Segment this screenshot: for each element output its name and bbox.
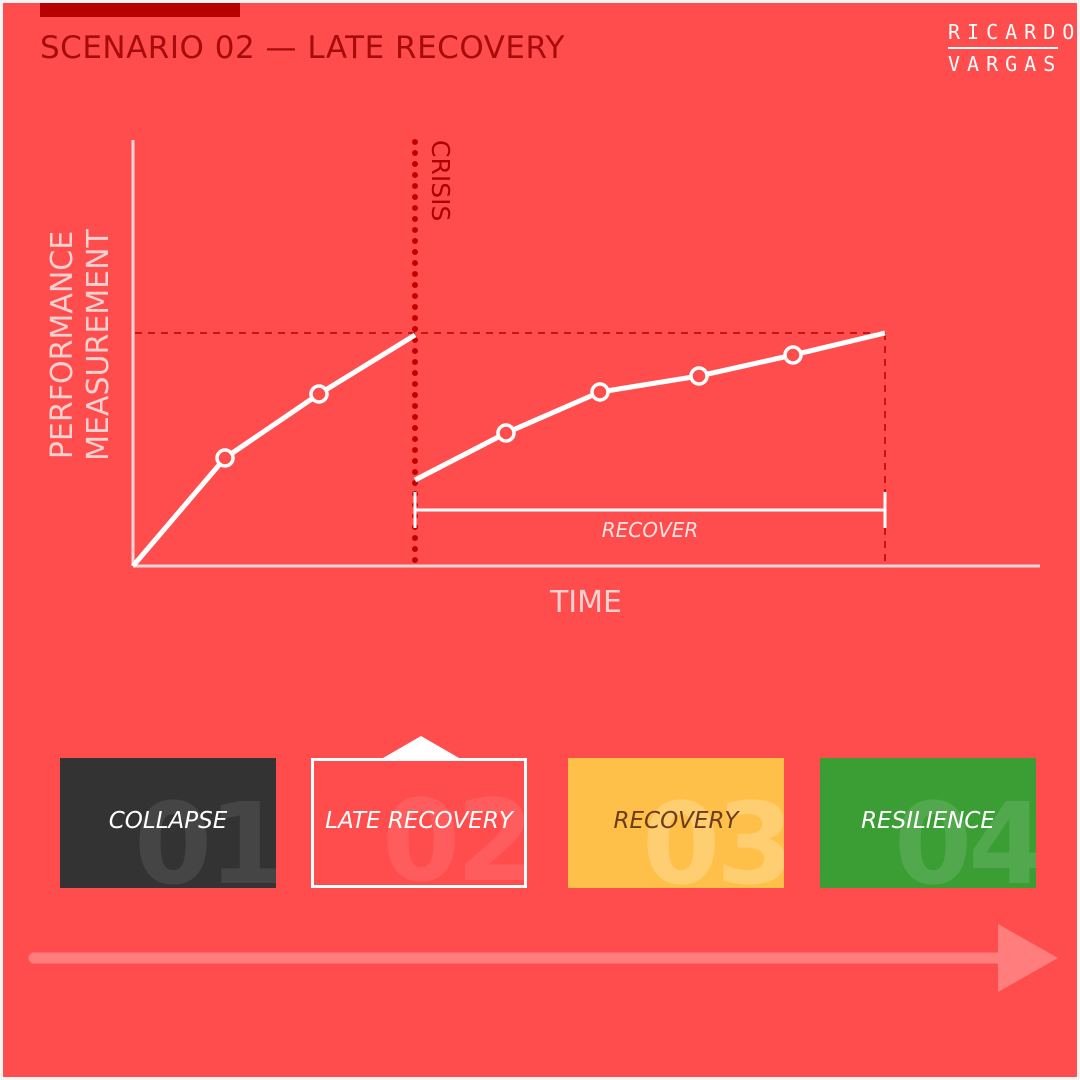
- y-axis-label-line-1: PERFORMANCE: [45, 231, 80, 459]
- recover-span-bracket: [413, 492, 887, 528]
- performance-line-before-crisis: [131, 332, 417, 568]
- scenario-number: 01: [134, 780, 276, 888]
- logo-line-2: VARGAS: [948, 52, 1063, 76]
- x-axis-label: TIME: [549, 585, 622, 620]
- selected-scenario-pointer: [383, 736, 459, 758]
- scenario-label: LATE RECOVERY: [325, 808, 513, 834]
- page-title: SCENARIO 02 — LATE RECOVERY: [40, 30, 565, 66]
- data-point-marker: [590, 382, 610, 402]
- scenario-card-recovery[interactable]: 03 RECOVERY: [568, 758, 784, 888]
- scenario-label: RECOVERY: [613, 808, 739, 834]
- brand-logo: RICARDO VARGAS: [948, 20, 1074, 76]
- data-point-marker: [689, 366, 709, 386]
- scenario-label: RESILIENCE: [861, 808, 995, 834]
- crisis-label: CRISIS: [426, 140, 455, 221]
- progression-arrow: [28, 924, 1058, 992]
- scenario-label: COLLAPSE: [108, 808, 228, 834]
- scenario-card-resilience[interactable]: 04 RESILIENCE: [820, 758, 1036, 888]
- data-point-marker: [496, 423, 516, 443]
- scenario-card-collapse[interactable]: 01 COLLAPSE: [60, 758, 276, 888]
- top-accent-bar: [40, 3, 240, 17]
- data-point-marker: [309, 384, 329, 404]
- scenario-number: 04: [894, 780, 1036, 888]
- scenario-number: 03: [642, 780, 784, 888]
- performance-line-after-crisis: [413, 330, 886, 483]
- recover-label: RECOVER: [602, 518, 698, 542]
- scenario-number: 02: [382, 777, 527, 888]
- logo-line-1: RICARDO: [948, 20, 1074, 49]
- scenario-card-late-recovery[interactable]: 02 LATE RECOVERY: [311, 758, 527, 888]
- data-point-marker: [783, 345, 803, 365]
- data-point-marker: [215, 448, 235, 468]
- y-axis-label-line-2: MEASUREMENT: [81, 228, 116, 460]
